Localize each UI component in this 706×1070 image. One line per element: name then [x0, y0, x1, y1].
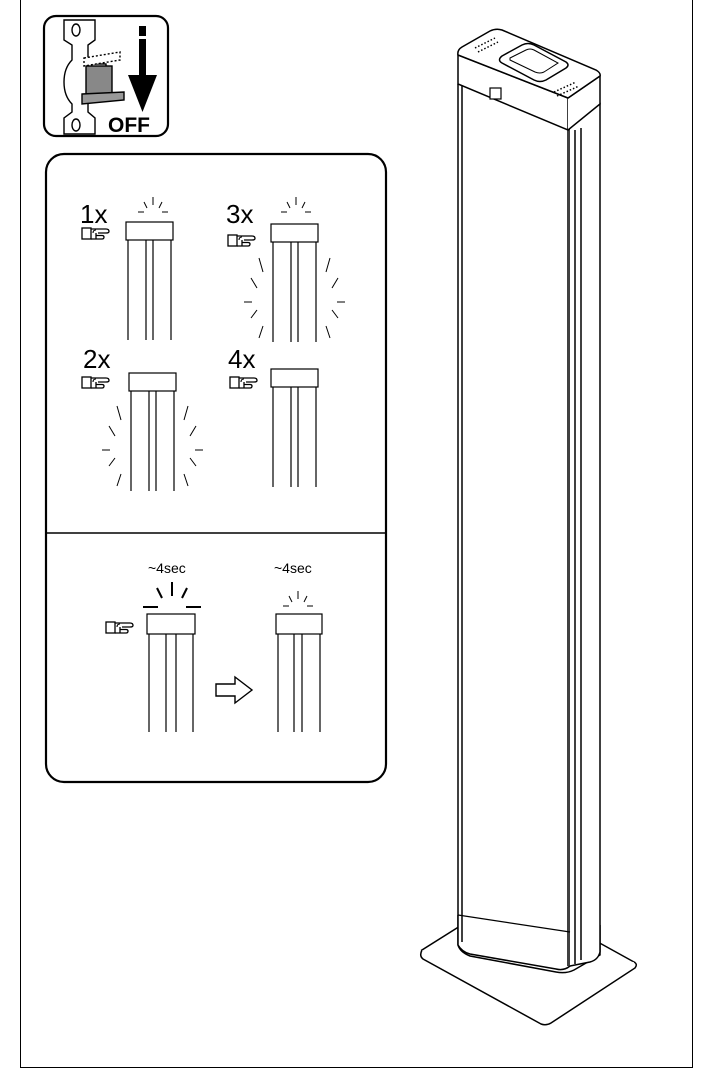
- step-count-label: 3x: [226, 199, 253, 229]
- hold-time-label: ~4sec: [274, 560, 312, 576]
- light-column-illustration: [419, 28, 638, 1026]
- breaker-off-label: OFF: [108, 114, 150, 137]
- column-body: [457, 84, 571, 971]
- vent-holes: [474, 37, 580, 97]
- hold-time-label: ~4sec: [148, 560, 186, 576]
- next-arrow-icon: [215, 675, 254, 705]
- down-arrow-icon: [128, 26, 157, 112]
- top-sensor: [498, 42, 569, 83]
- step-count-label: 1x: [80, 199, 107, 229]
- page-frame: [20, 0, 693, 1068]
- hold-step-right: ~4sec: [274, 560, 323, 732]
- column-icon: [146, 613, 196, 732]
- blink-instruction-panel: 1x 3x 2x 4x ~4sec: [44, 152, 388, 784]
- breaker-switch-icon: [63, 19, 125, 135]
- step-2x: 2x: [81, 344, 204, 492]
- step-1x: 1x: [80, 196, 174, 341]
- breaker-off-panel: OFF: [42, 14, 170, 138]
- step-4x: 4x: [228, 344, 319, 488]
- step-count-label: 4x: [228, 344, 255, 374]
- hold-step-left: ~4sec: [105, 560, 201, 732]
- column-icon: [275, 613, 323, 732]
- step-3x: 3x: [226, 196, 346, 343]
- indicator-window: [489, 87, 502, 100]
- blink-rays-bold-icon: [143, 582, 201, 608]
- step-count-label: 2x: [83, 344, 110, 374]
